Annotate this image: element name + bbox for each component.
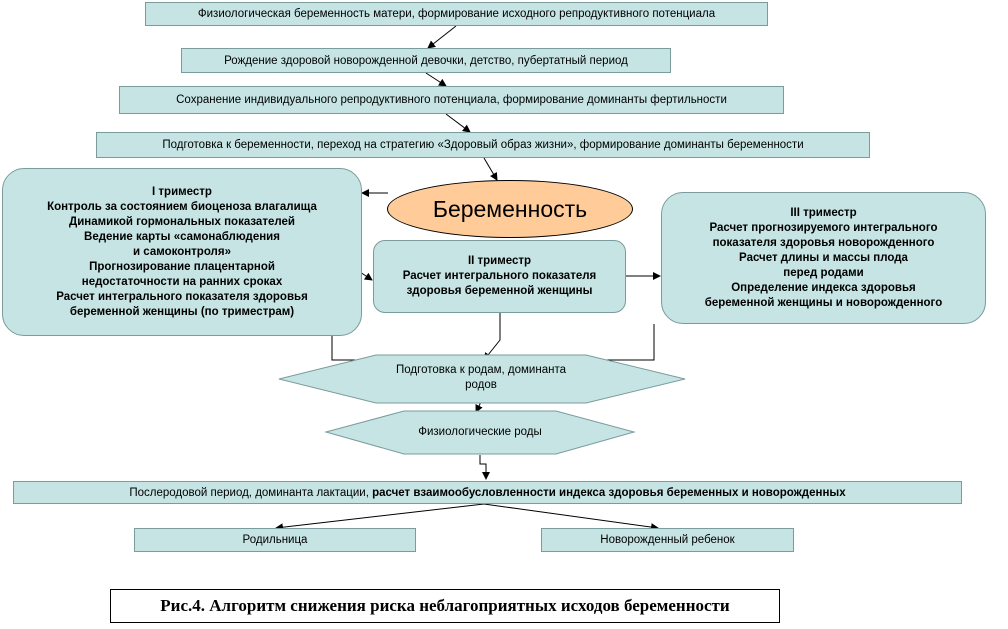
trimester3-box: III триместр Расчет прогнозируемого инте… xyxy=(661,192,986,324)
trimester3-line: Расчет прогнозируемого интегрального xyxy=(709,221,938,234)
connector-t2 xyxy=(483,313,501,361)
pregnancy-ellipse: Беременность xyxy=(387,180,633,238)
arrow-10 xyxy=(275,503,485,532)
trimester1-box: I триместр Контроль за состоянием биоцен… xyxy=(2,168,362,336)
postpartum-text: Послеродовой период, доминанта лактации, xyxy=(129,486,373,499)
trimester1-line: Динамикой гормональных показателей xyxy=(69,215,295,228)
trimester1-line: Контроль за состоянием биоценоза влагали… xyxy=(47,200,317,213)
trimester2-line: здоровья беременной женщины xyxy=(406,285,593,297)
trimester2-box: II триместр Расчет интегрального показат… xyxy=(373,240,626,313)
pregnancy-preparation-box: Подготовка к беременности, переход на ст… xyxy=(96,132,870,158)
labor-preparation-line: родов xyxy=(465,379,497,391)
arrow-3 xyxy=(445,113,471,133)
arrow-2 xyxy=(425,72,447,87)
trimester3-line: показателя здоровья новорожденного xyxy=(712,236,935,249)
trimester1-line: Расчет интегрального показателя здоровья xyxy=(56,290,308,303)
trimester3-line: беременной женщины и новорожденного xyxy=(704,296,943,309)
trimester3-line: Определение индекса здоровья xyxy=(731,281,916,294)
postpartum-bold-text: расчет взаимообусловленности индекса здо… xyxy=(372,486,846,499)
physiological-pregnancy-box: Физиологическая беременность матери, фор… xyxy=(145,2,768,26)
trimester1-title: I триместр xyxy=(152,185,212,198)
trimester1-line: недостаточности на ранних сроках xyxy=(81,275,283,288)
reproductive-preservation-box: Сохранение индивидуального репродуктивно… xyxy=(119,86,784,114)
trimester3-title: III триместр xyxy=(790,206,857,219)
trimester3-line: Расчет длины и массы плода xyxy=(739,251,908,264)
trimester2-line: Расчет интегрального показателя xyxy=(402,270,597,282)
birth-girl-box: Рождение здоровой новорожденной девочки,… xyxy=(181,48,671,73)
postpartum-box: Послеродовой период, доминанта лактации,… xyxy=(13,481,962,504)
arrow-9 xyxy=(479,455,490,480)
trimester1-line: беременной женщины (по триместрам) xyxy=(69,305,295,318)
labor-preparation-line: Подготовка к родам, доминанта xyxy=(396,364,566,376)
arrow-4 xyxy=(483,157,498,181)
arrow-11 xyxy=(483,503,659,532)
labor-preparation-label: Подготовка к родам, доминанта родов xyxy=(376,363,586,393)
figure-caption: Рис.4. Алгоритм снижения риска неблагопр… xyxy=(110,589,780,623)
physiological-birth-label: Физиологические роды xyxy=(418,426,542,438)
newborn-box: Новорожденный ребенок xyxy=(541,528,794,552)
arrow-1 xyxy=(427,25,457,49)
trimester2-title: II триместр xyxy=(467,255,532,267)
mother-box: Родильница xyxy=(134,528,416,552)
labor-preparation-hexagon xyxy=(278,354,686,404)
trimester1-line: и самоконтроля» xyxy=(133,245,231,258)
physiological-birth-hexagon xyxy=(324,410,636,455)
trimester1-line: Прогнозирование плацентарной xyxy=(89,260,275,273)
trimester3-line: перед родами xyxy=(783,266,864,279)
trimester1-line: Ведение карты «самонаблюдения xyxy=(84,230,280,243)
